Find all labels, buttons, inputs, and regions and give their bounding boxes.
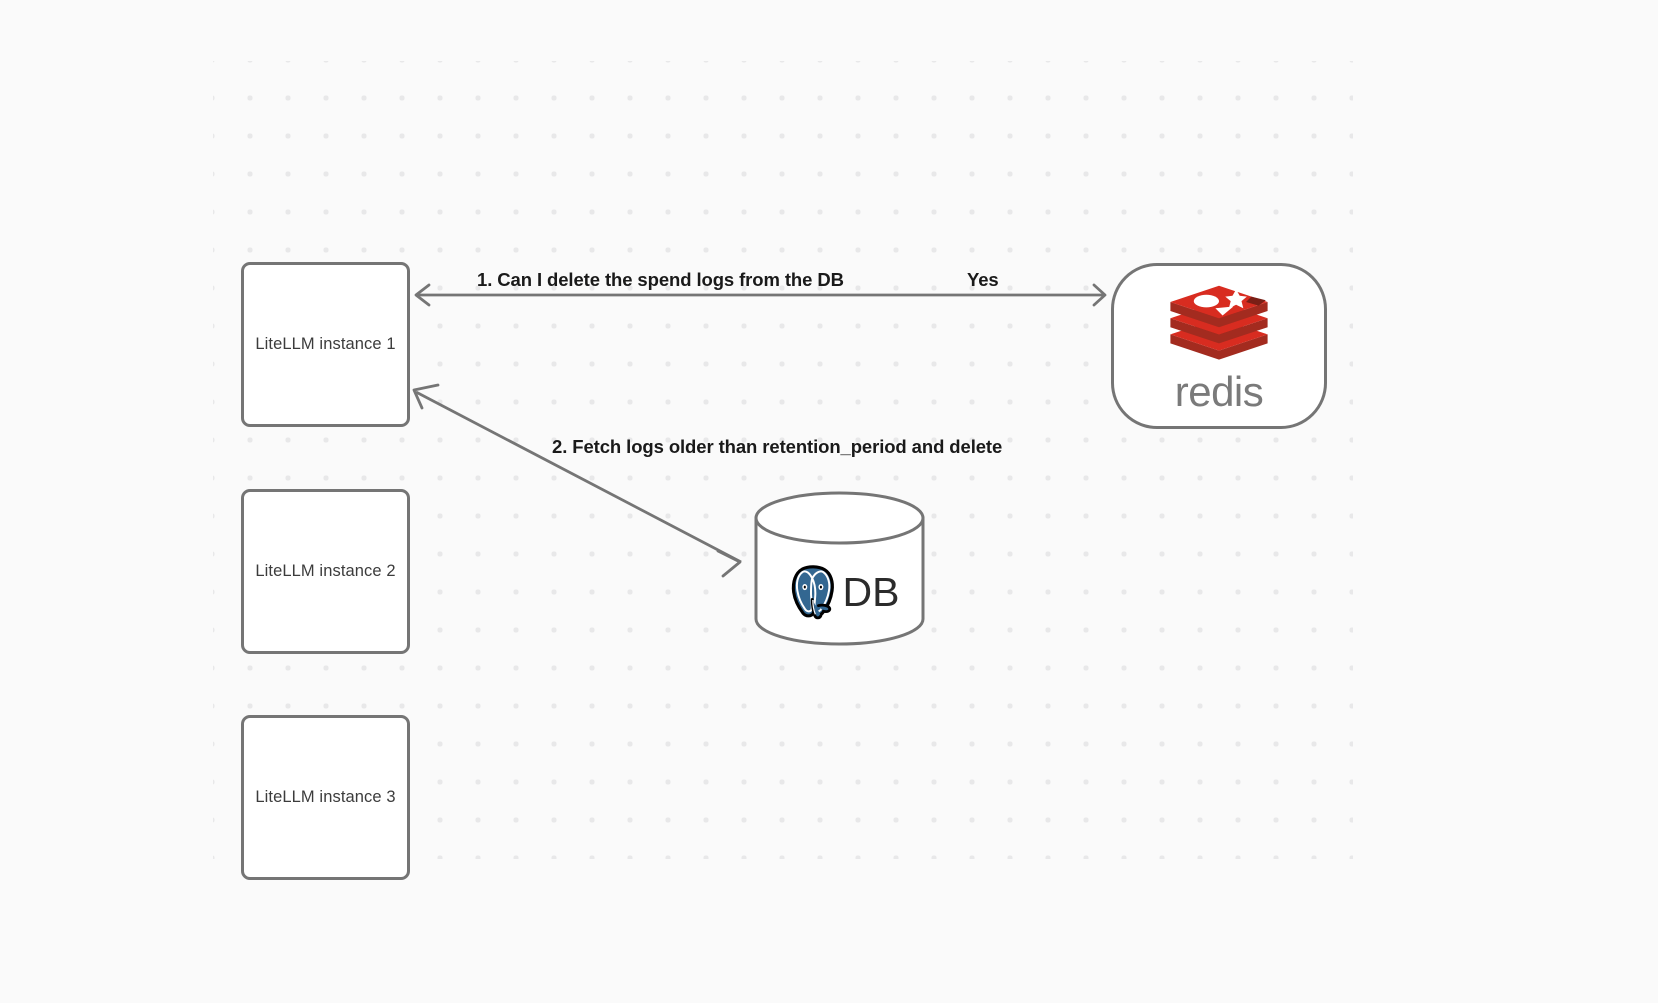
edge-label-step-1: 1. Can I delete the spend logs from the … — [477, 269, 844, 290]
node-litellm-instance-1-label: LiteLLM instance 1 — [255, 335, 396, 354]
edge-label-step-2: 2. Fetch logs older than retention_perio… — [552, 436, 1003, 457]
node-litellm-instance-1[interactable]: LiteLLM instance 1 — [241, 262, 410, 427]
redis-logo-icon — [1170, 285, 1268, 360]
redis-wordmark-label: redis — [1174, 368, 1264, 415]
node-database[interactable]: DB — [753, 490, 926, 647]
node-litellm-instance-2[interactable]: LiteLLM instance 2 — [241, 489, 410, 654]
node-litellm-instance-3-label: LiteLLM instance 3 — [255, 788, 396, 807]
node-litellm-instance-3[interactable]: LiteLLM instance 3 — [241, 715, 410, 880]
node-redis[interactable]: redis — [1111, 263, 1327, 429]
database-label: DB — [842, 568, 900, 615]
node-litellm-instance-2-label: LiteLLM instance 2 — [255, 562, 396, 581]
edge-litellm1-db — [412, 383, 742, 578]
postgresql-elephant-icon — [791, 565, 834, 620]
edge-label-redis-reply: Yes — [967, 269, 999, 290]
cylinder-shape-icon — [754, 491, 925, 646]
